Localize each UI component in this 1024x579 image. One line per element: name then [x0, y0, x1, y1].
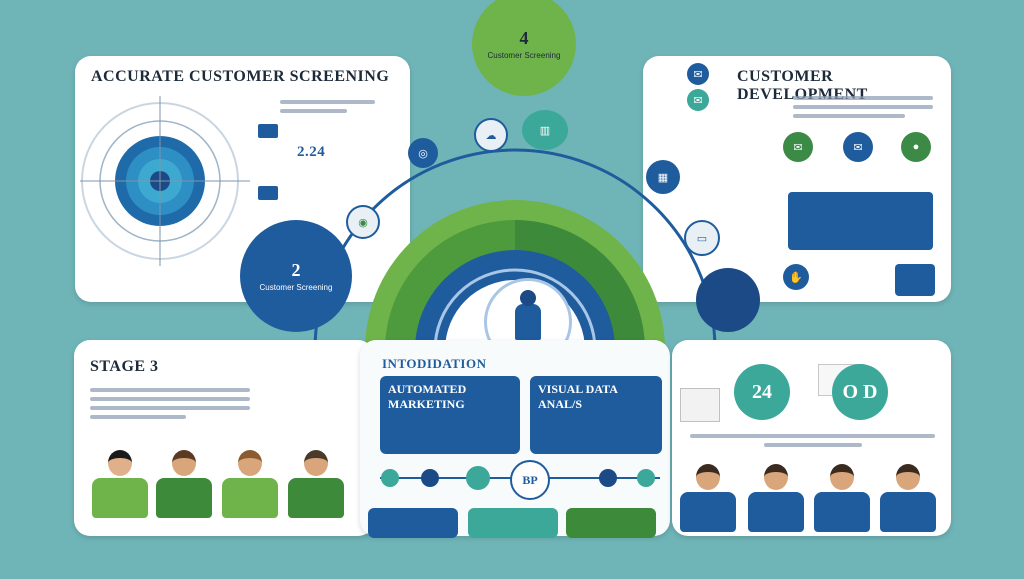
right-stage-circle: [696, 268, 760, 332]
radar-graphic: [80, 96, 250, 266]
chart-icon: ▥: [522, 110, 568, 150]
analytics-text: [690, 434, 935, 452]
stage3-panel: STAGE 3: [74, 340, 374, 536]
building-icon: ▦: [646, 160, 680, 194]
message-icon: ✉: [687, 89, 709, 111]
stage2-number: 2: [291, 260, 301, 280]
person-icon: [515, 290, 541, 340]
target-icon: ◉: [346, 205, 380, 239]
visual-data-card: VISUAL DATA ANAL/S: [530, 376, 662, 454]
stage2-circle: 2 Customer Screening: [240, 220, 352, 332]
top-stage-circle: 4 Customer Screening: [472, 0, 576, 96]
stage3-title: STAGE 3: [90, 358, 159, 375]
automated-marketing-card: AUTOMATED MARKETING: [380, 376, 520, 454]
intro-panel: INTODIDATION AUTOMATED MARKETING VISUAL …: [360, 340, 670, 538]
stage3-text: [90, 388, 250, 424]
analyst-3: [814, 464, 870, 532]
bp-label: BP: [522, 472, 538, 487]
development-title: CUSTOMER DEVELOPMENT: [737, 68, 868, 103]
development-panel: CUSTOMER DEVELOPMENT ✉ ✉ ✉ ✉ ● ✋: [643, 56, 951, 302]
cloud-icon: ☁: [474, 118, 508, 152]
screening-number: 2.24: [297, 144, 326, 160]
analyst-2: [748, 464, 804, 532]
stat-circle-2: O D: [832, 364, 888, 420]
monitor-icon: [258, 124, 278, 138]
development-blue-box: [788, 192, 933, 250]
team-member-3: [222, 450, 278, 518]
report-card-1: [680, 388, 720, 422]
screening-title: ACCURATE CUSTOMER SCREENING: [91, 68, 390, 85]
automated-marketing-title: AUTOMATED MARKETING: [388, 382, 467, 411]
email-icon-1: ✉: [783, 132, 813, 162]
analyst-4: [880, 464, 936, 532]
screening-text: [280, 100, 375, 118]
visual-data-title: VISUAL DATA ANAL/S: [538, 382, 618, 411]
stat-value-2: O D: [842, 380, 878, 403]
stat-value-1: 24: [752, 380, 772, 403]
stat-circle-1: 24: [734, 364, 790, 420]
bp-circle: BP: [510, 460, 550, 500]
mail-icon: [258, 186, 278, 200]
team-member-4: [288, 450, 344, 518]
top-stage-label: Customer Screening: [487, 51, 561, 60]
analyst-1: [680, 464, 736, 532]
team-member-1: [92, 450, 148, 518]
analytics-panel: 24 O D: [672, 340, 951, 536]
globe-icon: ◎: [408, 138, 438, 168]
development-text: [793, 96, 933, 123]
bottom-card-2: [468, 508, 558, 538]
stage2-label: Customer Screening: [259, 283, 333, 292]
bottom-card-3: [566, 508, 656, 538]
email-icon-2: ✉: [843, 132, 873, 162]
chat-icon: ✉: [687, 63, 709, 85]
intro-title: INTODIDATION: [382, 356, 487, 371]
bottom-card-1: [368, 508, 458, 538]
team-member-2: [156, 450, 212, 518]
chat-bubble-icon: ●: [901, 132, 931, 162]
development-badge: [895, 264, 935, 296]
handshake-icon: ✋: [783, 264, 809, 290]
top-stage-number: 4: [519, 28, 529, 48]
tablet-icon: ▭: [684, 220, 720, 256]
